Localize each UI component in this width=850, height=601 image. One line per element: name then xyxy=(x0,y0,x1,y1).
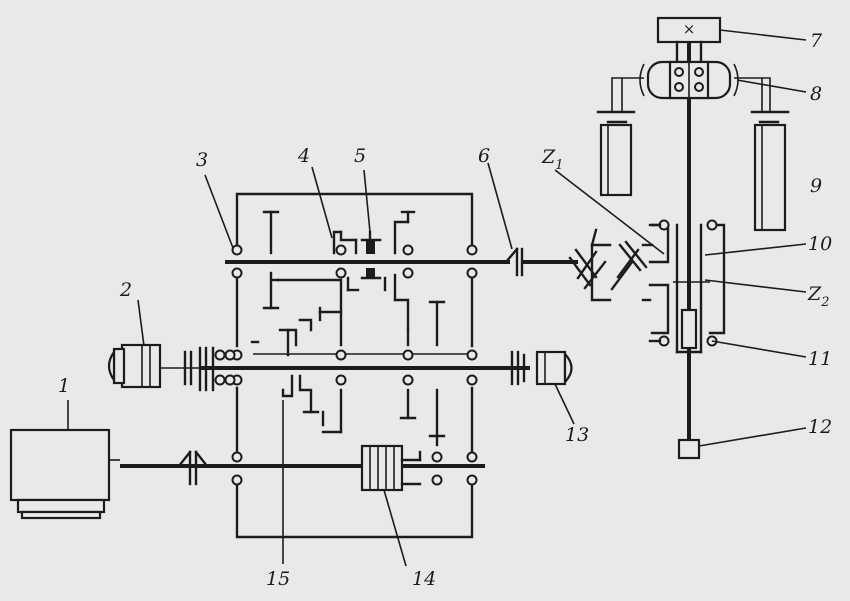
electric-motor-1 xyxy=(9,428,120,520)
label-12: 12 xyxy=(808,416,832,438)
coupling-left xyxy=(183,346,236,392)
upper-gears xyxy=(262,210,416,332)
label-15: 15 xyxy=(266,568,290,590)
coupling-motor xyxy=(177,450,209,486)
label-13: 13 xyxy=(565,424,589,446)
middle-gears xyxy=(250,278,446,357)
friction-clutch-14 xyxy=(360,444,422,492)
callout-labels: 1 2 3 4 5 6 Z1 7 8 9 10 Z2 11 12 13 14 1… xyxy=(58,30,832,590)
tool-12 xyxy=(677,438,701,460)
label-14: 14 xyxy=(412,568,436,590)
brake-13 xyxy=(535,350,573,386)
label-z2-sub: 2 xyxy=(820,295,829,310)
coupling-right xyxy=(510,350,526,386)
label-z2: Z2 xyxy=(807,283,829,310)
label-4: 4 xyxy=(297,145,310,167)
label-5: 5 xyxy=(354,145,366,167)
gearbox-housing xyxy=(235,192,474,539)
vertical-ram xyxy=(675,42,703,440)
cylinders-9 xyxy=(596,110,790,232)
label-z2-base: Z xyxy=(807,283,822,305)
brake-2 xyxy=(107,343,162,389)
bearings xyxy=(231,244,478,486)
label-8: 8 xyxy=(810,83,822,105)
label-9: 9 xyxy=(810,175,822,197)
universal-joint-6 xyxy=(504,247,524,277)
label-2: 2 xyxy=(119,279,132,301)
bearing-block-8 xyxy=(611,60,771,112)
label-11: 11 xyxy=(808,348,832,370)
label-1: 1 xyxy=(58,375,70,397)
label-6: 6 xyxy=(478,145,490,167)
label-z1-base: Z xyxy=(541,146,556,168)
lower-gears xyxy=(281,374,446,447)
label-10: 10 xyxy=(808,233,832,255)
top-block-7: × xyxy=(656,16,722,64)
leader-lines xyxy=(67,29,807,567)
label-z1: Z1 xyxy=(541,146,563,173)
crank-mechanism xyxy=(568,219,726,347)
label-z1-sub: 1 xyxy=(555,158,563,173)
label-7: 7 xyxy=(810,30,823,52)
cross-mark: × xyxy=(683,20,696,38)
label-3: 3 xyxy=(196,149,208,171)
